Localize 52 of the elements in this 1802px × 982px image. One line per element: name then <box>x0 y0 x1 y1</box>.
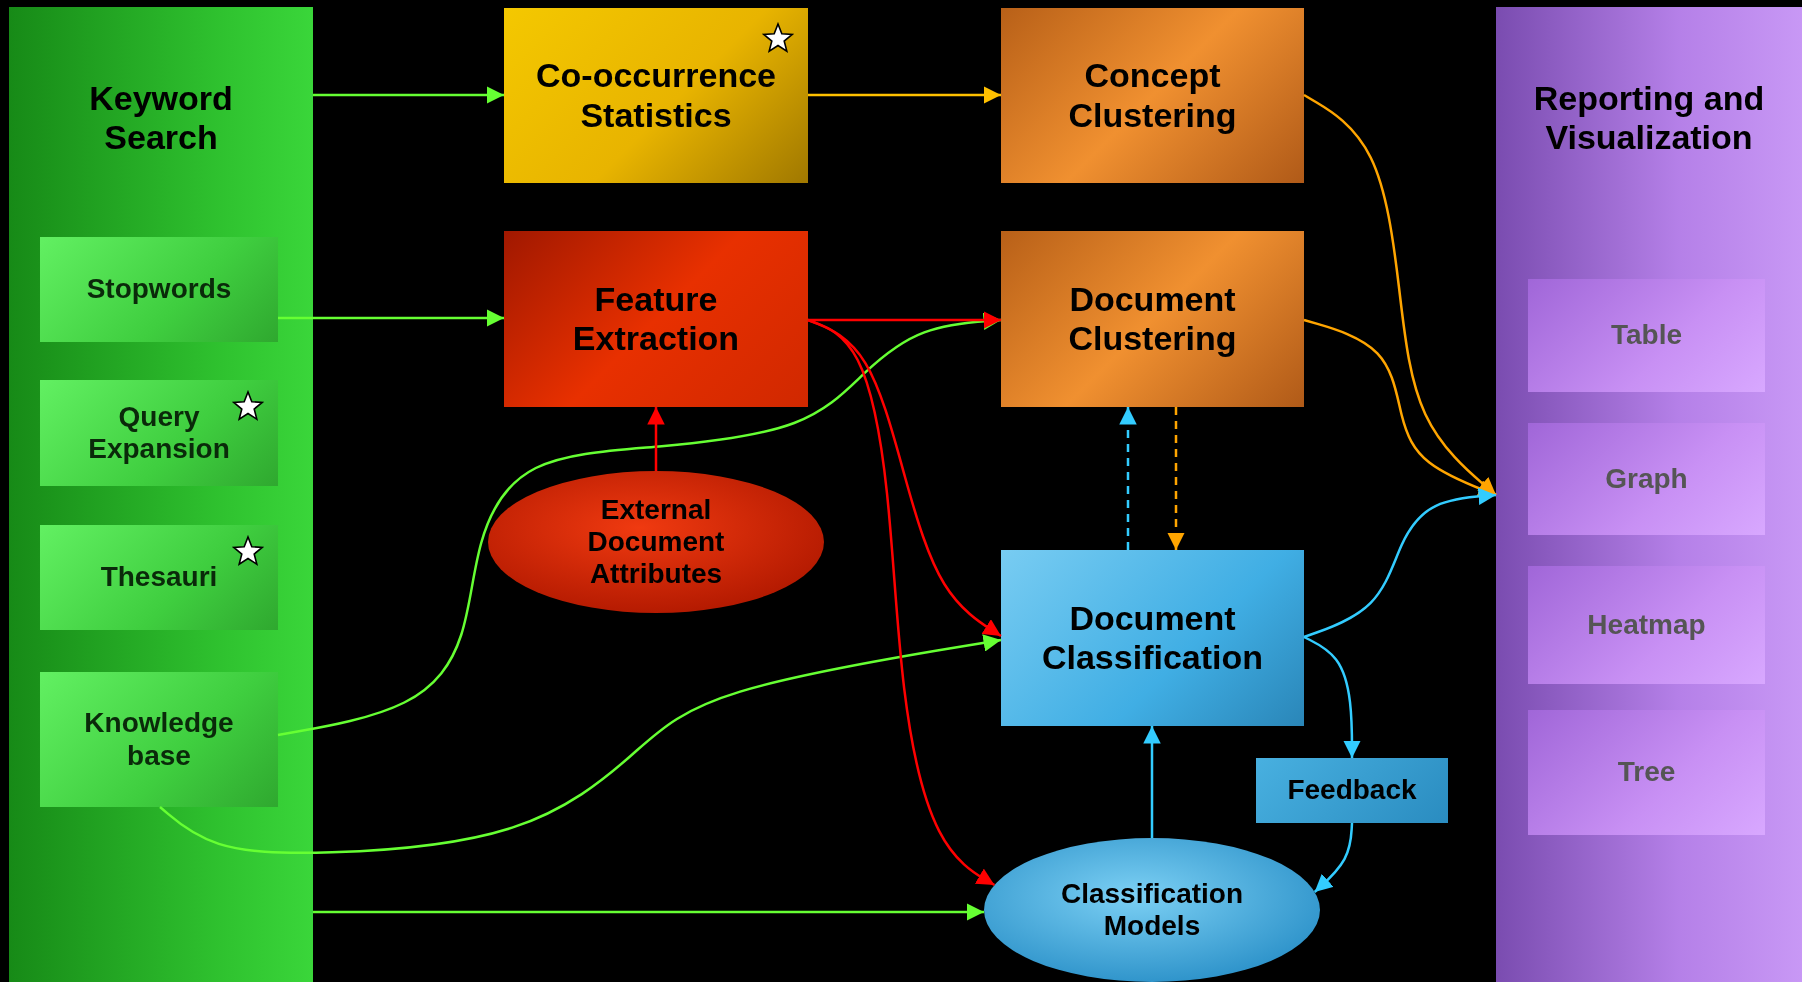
arrow <box>647 407 665 471</box>
box-label: External Document Attributes <box>586 493 726 591</box>
box-label: Concept Clustering <box>1067 56 1238 135</box>
arrow <box>1143 726 1161 838</box>
category-panel <box>1496 7 1802 982</box>
box-label: Document Classification <box>1040 598 1265 678</box>
arrow <box>1167 407 1185 550</box>
arrow <box>1303 318 1497 497</box>
box-label: Document Clustering <box>1067 279 1238 359</box>
process-box <box>504 8 808 183</box>
ellipse-node <box>488 471 824 613</box>
box-label: Thesauri <box>100 561 218 594</box>
box-label: Heatmap <box>1587 608 1706 642</box>
method-box <box>40 237 278 342</box>
box-label: Tree <box>1617 756 1676 789</box>
box-label: Table <box>1610 319 1683 352</box>
output-box <box>1528 710 1765 835</box>
box-label: Feedback <box>1287 774 1417 807</box>
arrow <box>159 634 1002 855</box>
box-label: Feature Extraction <box>571 279 741 359</box>
arrow <box>1303 93 1497 496</box>
process-box <box>1001 8 1304 183</box>
box-label: Co-occurrence Statistics <box>535 56 777 135</box>
output-box <box>1528 423 1765 535</box>
process-box <box>1001 550 1304 726</box>
arrow <box>1119 407 1137 550</box>
box-label: Classification Models <box>1059 877 1245 943</box>
arrow <box>313 903 985 921</box>
ellipse-node <box>984 838 1320 982</box>
panel-heading: Reporting and Visualization <box>1532 79 1766 158</box>
box-label: Stopwords <box>86 273 232 306</box>
arrow <box>1313 822 1354 893</box>
arrow <box>278 309 504 327</box>
box-label: Graph <box>1605 462 1688 496</box>
output-box <box>1528 279 1765 392</box>
panel-heading: Keyword Search <box>88 79 234 158</box>
box-label: Query Expansion <box>87 400 231 466</box>
arrow <box>808 86 1001 104</box>
process-box <box>504 231 808 407</box>
category-panel <box>9 7 313 982</box>
process-box <box>1256 758 1448 823</box>
arrow <box>808 311 1001 329</box>
method-box <box>40 672 278 807</box>
method-box <box>40 380 278 486</box>
process-box <box>1001 231 1304 407</box>
arrow <box>1303 487 1497 639</box>
arrow <box>313 86 504 104</box>
arrow <box>1303 635 1361 758</box>
output-box <box>1528 566 1765 684</box>
method-box <box>40 525 278 630</box>
arrow <box>807 318 996 887</box>
box-label: Knowledge base <box>83 707 235 772</box>
